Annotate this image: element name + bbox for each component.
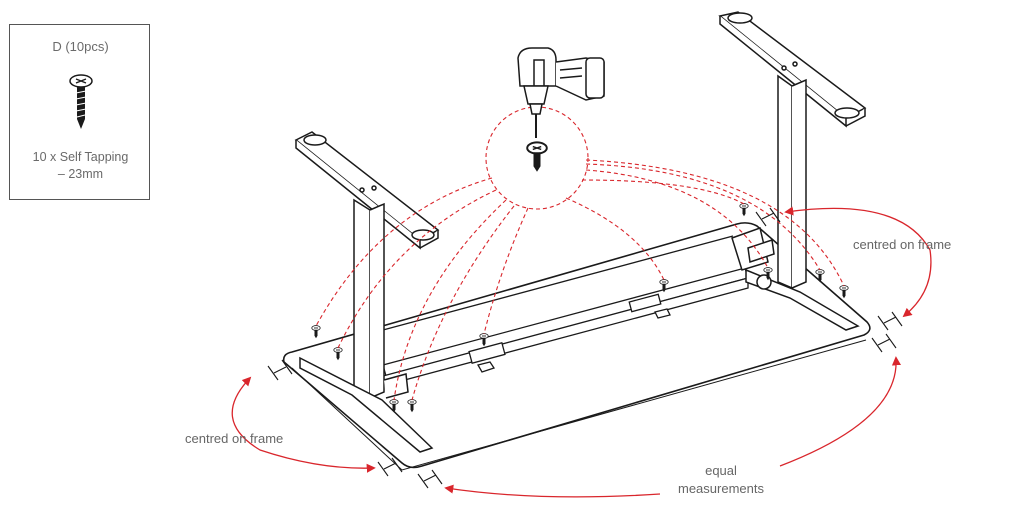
screw-icon	[69, 74, 93, 129]
parts-description-line1: 10 x Self Tapping	[32, 150, 129, 164]
left-centred-label: centred on frame	[185, 431, 284, 446]
equal-measurements-line1: equal	[705, 463, 737, 478]
measure-arrows	[231, 206, 932, 498]
cross-beam	[382, 235, 749, 386]
left-leg	[294, 131, 440, 453]
parts-title: D (10pcs)	[52, 39, 109, 54]
parts-description-line2: – 23mm	[57, 167, 104, 181]
measure-ticks	[267, 207, 903, 489]
equal-measurements-line2: measurements	[678, 481, 764, 496]
parts-box: D (10pcs) 10 x Self Tapping – 23mm	[9, 24, 150, 200]
right-centred-label: centred on frame	[853, 237, 952, 252]
parts-description: 10 x Self Tapping – 23mm	[10, 149, 151, 183]
drill-icon	[517, 47, 605, 138]
screw-icon	[526, 141, 548, 173]
equal-measurements-label: equal measurements	[666, 462, 776, 498]
